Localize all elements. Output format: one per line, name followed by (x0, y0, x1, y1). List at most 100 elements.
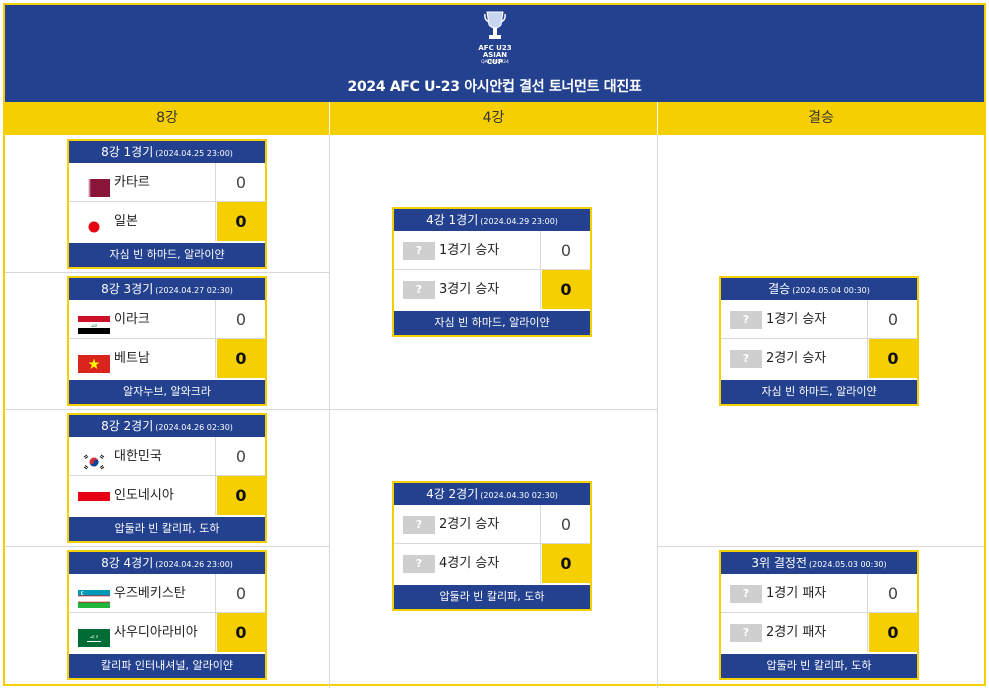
team-row[interactable]: ?1경기 패자 0 (721, 574, 917, 613)
match-header: 8강 1경기(2024.04.25 23:00) (69, 141, 265, 163)
team-name: 이라크 (114, 312, 150, 327)
match-header: 8강 2경기(2024.04.26 02:30) (69, 415, 265, 437)
row-divider (5, 546, 329, 547)
team-score: 0 (235, 173, 247, 192)
team-score: 0 (235, 584, 247, 603)
match-title: 8강 2경기 (101, 419, 154, 433)
team-name: 1경기 승자 (766, 312, 827, 327)
team-name: 우즈베키스탄 (114, 586, 186, 601)
match-title: 8강 4경기 (101, 556, 154, 570)
team-row[interactable]: ?2경기 승자 0 (394, 505, 590, 544)
match-title: 결승 (768, 282, 791, 296)
match-card-qf2[interactable]: 8강 2경기(2024.04.26 02:30) 대한민국 0 인도네시아 0 … (67, 413, 267, 543)
team-score: 0 (217, 476, 265, 515)
match-card-qf4[interactable]: 8강 4경기(2024.04.26 23:00) 우즈베키스탄 0 لا إله… (67, 550, 267, 680)
team-cell: 대한민국 (69, 437, 216, 476)
team-score: 0 (217, 613, 265, 652)
team-row[interactable]: ?4경기 승자 0 (394, 544, 590, 583)
unknown-team-icon: ? (403, 555, 435, 573)
match-header: 8강 4경기(2024.04.26 23:00) (69, 552, 265, 574)
team-cell: 우즈베키스탄 (69, 574, 216, 613)
match-venue: 알자누브, 알와크라 (69, 380, 265, 404)
round-header-sf: 4강 (330, 102, 658, 135)
team-row[interactable]: 카타르 0 (69, 163, 265, 202)
team-cell: ?2경기 승자 (394, 505, 541, 544)
svg-text:لا إله: لا إله (90, 634, 98, 640)
indonesia-flag (78, 487, 110, 510)
logo-line1: AFC U23 (478, 44, 512, 52)
team-score: 0 (217, 202, 265, 241)
match-card-final[interactable]: 결승(2024.05.04 00:30) ?1경기 승자 0 ? 2경기 승자 0… (719, 276, 919, 406)
team-name: 카타르 (114, 175, 150, 190)
team-cell: ?3경기 승자 (394, 270, 541, 309)
team-name: 대한민국 (114, 449, 162, 464)
team-cell: 베트남 (69, 339, 216, 378)
japan-flag (78, 213, 110, 236)
team-row[interactable]: ?2경기 승자 0 (721, 339, 917, 378)
match-date: (2024.04.26 02:30) (155, 423, 233, 432)
bracket-frame: AFC U23 ASIAN CUP QATAR 2024 2024 AFC U-… (3, 3, 986, 688)
team-cell: ?1경기 승자 (721, 300, 868, 339)
team-row[interactable]: 우즈베키스탄 0 (69, 574, 265, 613)
team-row[interactable]: ?3경기 승자 0 (394, 270, 590, 309)
team-name: 2경기 승자 (766, 351, 827, 366)
round-header-qf: 8강 (5, 102, 330, 135)
team-cell: ?2경기 패자 (721, 613, 868, 652)
team-cell: ? 4경기 승자 (394, 544, 541, 583)
match-card-sf1[interactable]: 4강 1경기(2024.04.29 23:00) ?1경기 승자 0 ?3경기 … (392, 207, 592, 337)
match-title: 8강 3경기 (101, 282, 154, 296)
team-name: 2경기 승자 (439, 517, 500, 532)
team-row[interactable]: 일본 0 (69, 202, 265, 241)
row-divider (5, 272, 329, 273)
match-card-sf2[interactable]: 4강 2경기(2024.04.30 02:30) ?2경기 승자 0 ? 4경기 … (392, 481, 592, 611)
match-venue: 칼리파 인터내셔널, 알라이얀 (69, 654, 265, 678)
match-venue: 자심 빈 하마드, 알라이얀 (69, 243, 265, 267)
match-date: (2024.04.25 23:00) (155, 149, 233, 158)
team-cell: 일본 (69, 202, 216, 241)
team-name: 베트남 (114, 351, 150, 366)
unknown-team-icon: ? (403, 281, 435, 299)
team-row[interactable]: 대한민국 0 (69, 437, 265, 476)
match-date: (2024.04.27 02:30) (155, 286, 233, 295)
team-name: 1경기 패자 (766, 586, 827, 601)
unknown-team-icon: ? (730, 624, 762, 642)
match-date: (2024.04.26 23:00) (155, 560, 233, 569)
team-name: 1경기 승자 (439, 243, 500, 258)
team-row[interactable]: ?2경기 패자 0 (721, 613, 917, 652)
unknown-team-icon: ? (730, 350, 762, 368)
match-venue: 압둘라 빈 칼리파, 도하 (721, 654, 917, 678)
team-score: 0 (560, 241, 572, 260)
team-cell: الله 이라크 (69, 300, 216, 339)
team-row[interactable]: ?1경기 승자 0 (721, 300, 917, 339)
team-row[interactable]: ?1경기 승자 0 (394, 231, 590, 270)
team-row[interactable]: 인도네시아 0 (69, 476, 265, 515)
match-title: 8강 1경기 (101, 145, 154, 159)
team-cell: 카타르 (69, 163, 216, 202)
match-date: (2024.05.04 00:30) (792, 286, 870, 295)
match-card-third-place[interactable]: 3위 결정전(2024.05.03 00:30) ?1경기 패자 0 ?2경기 … (719, 550, 919, 680)
column-divider (329, 135, 330, 688)
unknown-team-icon: ? (730, 585, 762, 603)
header-banner: AFC U23 ASIAN CUP QATAR 2024 2024 AFC U-… (5, 5, 984, 102)
match-header: 4강 1경기(2024.04.29 23:00) (394, 209, 590, 231)
team-score: 0 (235, 447, 247, 466)
qatar-flag (78, 174, 110, 197)
team-row[interactable]: 베트남 0 (69, 339, 265, 378)
match-header: 4강 2경기(2024.04.30 02:30) (394, 483, 590, 505)
page-title: 2024 AFC U-23 아시안컵 결선 토너먼트 대진표 (347, 79, 642, 95)
team-cell: ? 1경기 패자 (721, 574, 868, 613)
match-rows: 카타르 0 일본 0 (69, 163, 265, 243)
match-card-qf1[interactable]: 8강 1경기(2024.04.25 23:00) 카타르 0 일본 0 자심 빈… (67, 139, 267, 269)
match-title: 4강 2경기 (426, 487, 479, 501)
team-score: 0 (887, 310, 899, 329)
iraq-flag: الله (78, 311, 110, 334)
match-rows: ?1경기 패자 0 ?2경기 패자 0 (721, 574, 917, 654)
team-score: 0 (542, 270, 590, 309)
uzbekistan-flag (78, 585, 110, 608)
team-name: 4경기 승자 (439, 556, 500, 571)
match-header: 8강 3경기(2024.04.27 02:30) (69, 278, 265, 300)
